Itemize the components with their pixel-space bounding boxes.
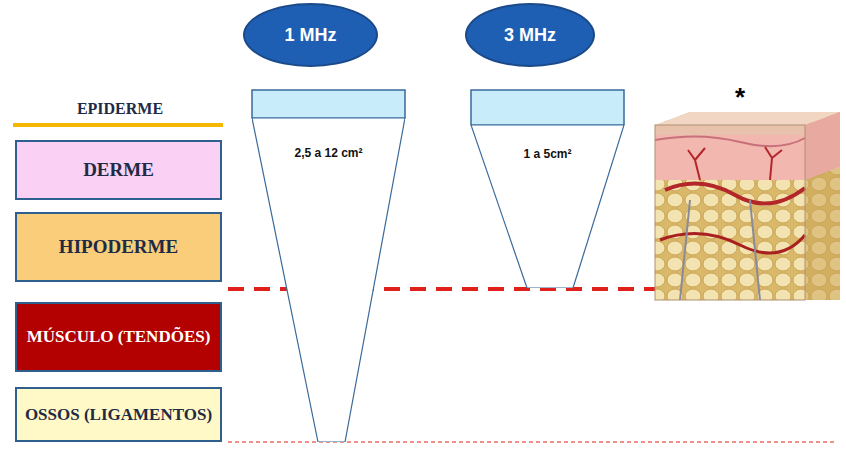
epidermis-line [13,123,223,127]
node-text: 1 a 5cm² [517,147,577,161]
cone-outline [252,118,405,442]
frequency-ellipse: 3 MHz [465,3,595,67]
tissue-layer: HIPODERME [15,212,222,282]
transducer-head [252,90,405,118]
tissue-layer: MÚSCULO (TENDÕES) [15,302,222,372]
node-text: OSSOS (LIGAMENTOS) [19,405,218,425]
node-text: 3 MHz [498,25,562,46]
beam-cone: 1 a 5cm² [471,125,624,288]
beam-cone: 2,5 a 12 cm² [252,118,405,442]
tissue-layer: OSSOS (LIGAMENTOS) [15,387,222,442]
node-text: DERME [77,159,160,181]
frequency-ellipse: 1 MHz [243,3,378,67]
tissue-layer: DERME [15,140,222,200]
node-text: 1 MHz [278,25,342,46]
node-text: 2,5 a 12 cm² [288,146,368,160]
layer-label: EPIDERME [20,100,220,118]
node-text: HIPODERME [53,236,184,258]
skin-illustration [655,112,840,300]
footnote-mark: * [728,82,752,113]
node-text: MÚSCULO (TENDÕES) [21,327,217,347]
transducer-head [471,90,624,125]
